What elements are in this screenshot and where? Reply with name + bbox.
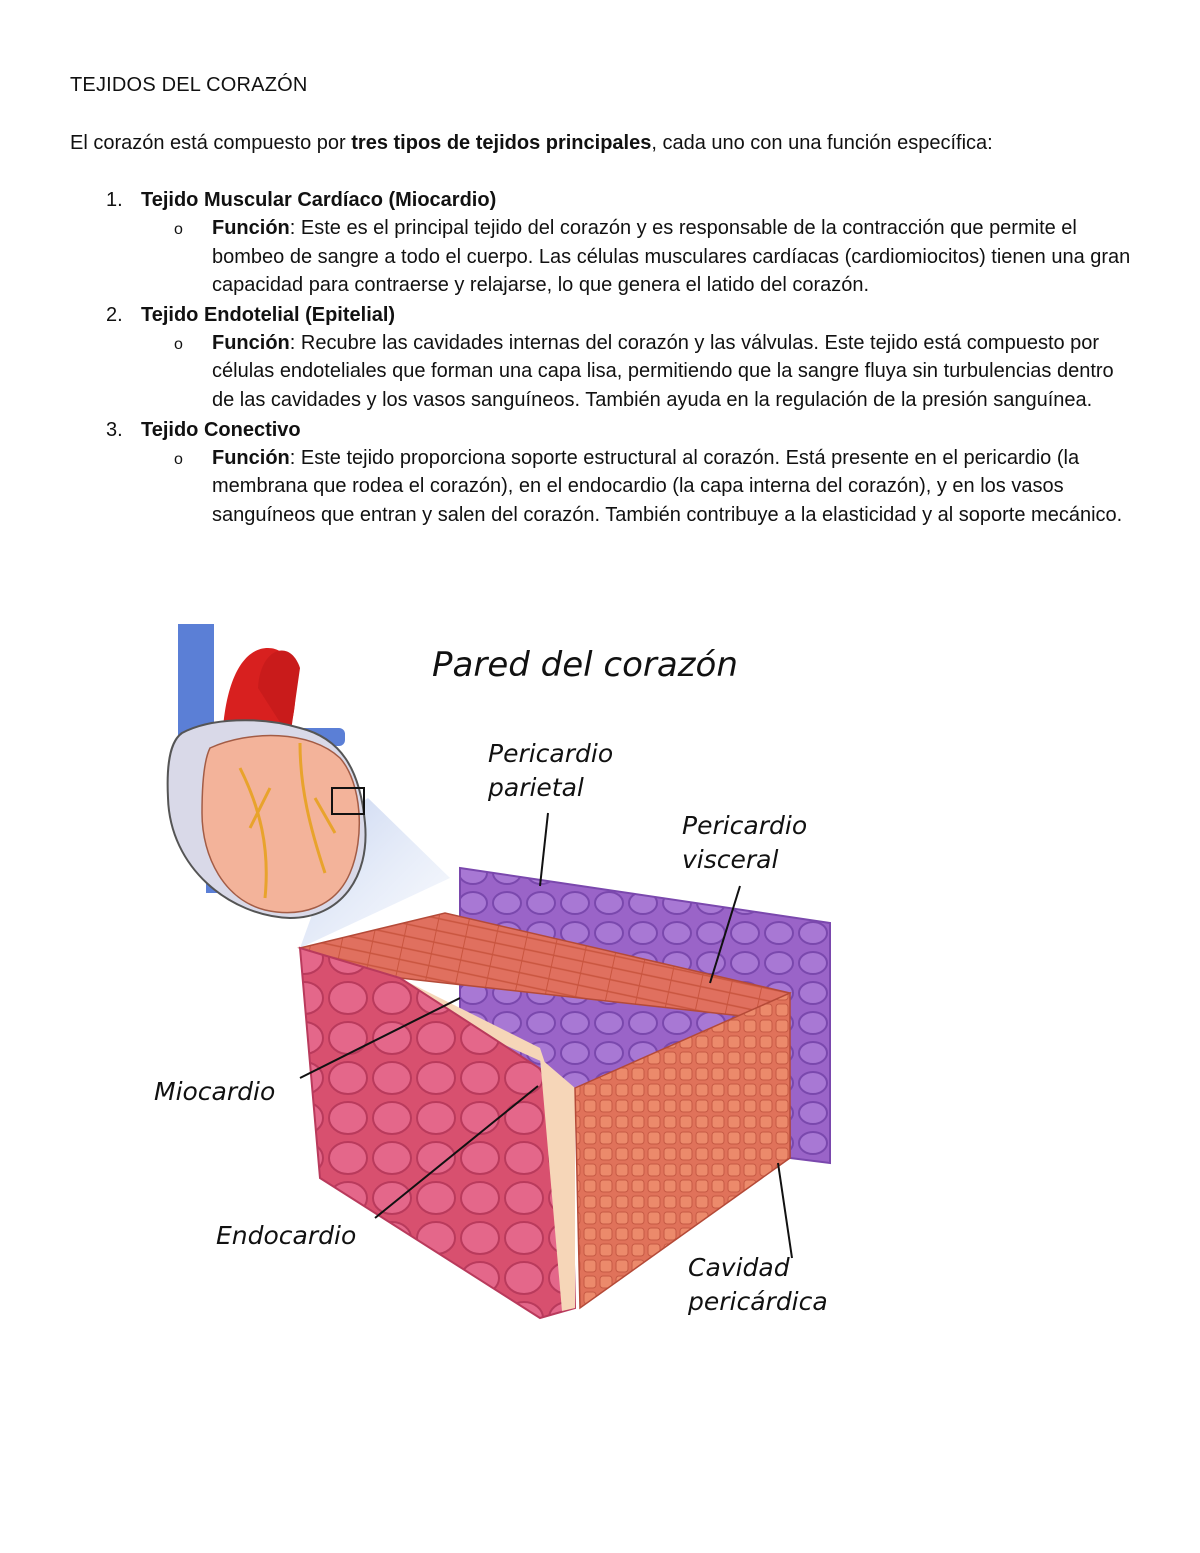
list-number: 2. bbox=[106, 303, 123, 326]
circle-bullet-icon: o bbox=[174, 335, 183, 353]
miocardio-label: Miocardio bbox=[154, 1077, 275, 1106]
tissue-heading-text: Tejido Conectivo bbox=[141, 418, 301, 441]
intro-text-end: , cada uno con una función específica: bbox=[651, 132, 993, 154]
intro-paragraph: El corazón está compuesto por tres tipos… bbox=[70, 132, 993, 155]
tissue-heading: 3. Tejido Conectivo bbox=[70, 416, 1140, 444]
function-paragraph: o Función: Recubre las cavidades interna… bbox=[70, 329, 1140, 415]
pericardio-visceral-label-1: Pericardio bbox=[682, 811, 807, 840]
endocardio-label: Endocardio bbox=[216, 1221, 356, 1250]
tissue-item-endotelial: 2. Tejido Endotelial (Epitelial) o Funci… bbox=[70, 301, 1140, 415]
heart-icon bbox=[166, 624, 367, 920]
myocardium-cross-section bbox=[574, 991, 791, 1310]
function-label: Función bbox=[212, 217, 290, 239]
tissue-item-muscular: 1. Tejido Muscular Cardíaco (Miocardio) … bbox=[70, 186, 1140, 300]
pericardio-visceral-leader bbox=[709, 885, 741, 984]
function-text: : Recubre las cavidades internas del cor… bbox=[212, 331, 1114, 411]
projection-beam bbox=[300, 798, 450, 948]
heart-wall-svg: Pared del corazón Pericardio parietal Pe… bbox=[154, 624, 831, 1320]
function-text: : Este es el principal tejido del corazó… bbox=[212, 217, 1131, 297]
miocardio-leader bbox=[299, 997, 461, 1079]
endocardio-leader bbox=[374, 1085, 539, 1219]
pericardio-parietal-leader bbox=[539, 812, 549, 887]
cavidad-leader bbox=[777, 1162, 793, 1259]
function-paragraph: o Función: Este tejido proporciona sopor… bbox=[70, 444, 1140, 530]
list-number: 1. bbox=[106, 189, 123, 211]
circle-bullet-icon: o bbox=[174, 450, 183, 468]
pericardio-visceral-label-2: visceral bbox=[682, 845, 778, 874]
tissue-heading-text: Tejido Endotelial (Epitelial) bbox=[141, 303, 396, 326]
pericardio-parietal-label-1: Pericardio bbox=[488, 739, 613, 768]
figure-title: Pared del corazón bbox=[432, 645, 738, 685]
tissue-heading: 2. Tejido Endotelial (Epitelial) bbox=[70, 301, 1140, 329]
pericardio-parietal-label-2: parietal bbox=[487, 773, 584, 802]
endocardium-edge bbox=[540, 1058, 575, 1311]
intro-bold-text: tres tipos de tejidos principales bbox=[351, 132, 652, 154]
function-paragraph: o Función: Este es el principal tejido d… bbox=[70, 214, 1140, 300]
circle-bullet-icon: o bbox=[174, 221, 183, 238]
cavidad-label-1: Cavidad bbox=[688, 1253, 790, 1282]
heart-wall-illustration: Pared del corazón Pericardio parietal Pe… bbox=[150, 618, 870, 1338]
function-text: : Este tejido proporciona soporte estruc… bbox=[212, 446, 1123, 526]
function-label: Función bbox=[212, 446, 290, 469]
tissue-item-conectivo: 3. Tejido Conectivo o Función: Este teji… bbox=[70, 416, 1140, 530]
cavidad-label-2: pericárdica bbox=[687, 1287, 828, 1316]
list-number: 3. bbox=[106, 418, 123, 441]
document-title: TEJIDOS DEL CORAZÓN bbox=[70, 74, 308, 96]
tissue-heading: 1. Tejido Muscular Cardíaco (Miocardio) bbox=[70, 186, 1140, 214]
tissue-heading-text: Tejido Muscular Cardíaco (Miocardio) bbox=[141, 189, 497, 211]
function-label: Función bbox=[212, 331, 290, 354]
tissue-list: 1. Tejido Muscular Cardíaco (Miocardio) … bbox=[70, 186, 1140, 530]
intro-text-start: El corazón está compuesto por bbox=[70, 132, 352, 154]
